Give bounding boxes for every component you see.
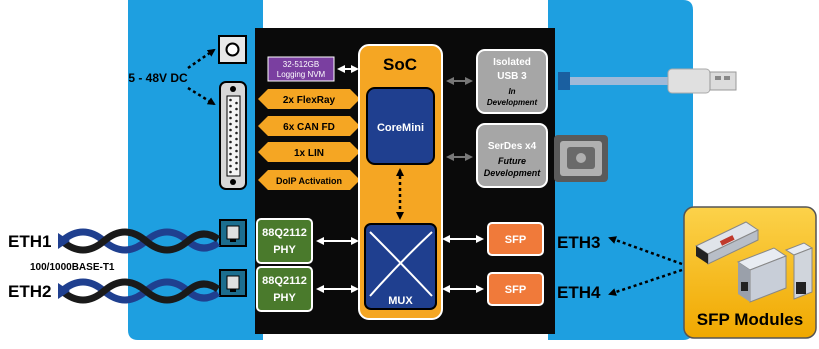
- db25-pin: [235, 101, 238, 105]
- cable-eth1: [58, 228, 221, 254]
- usb-line3: In: [508, 87, 515, 96]
- sfp-module-icon: [736, 247, 788, 303]
- db25-pin: [235, 131, 238, 135]
- mux-label: MUX: [388, 295, 413, 307]
- db25-pin: [235, 113, 238, 117]
- serdes-line3: Development: [484, 168, 542, 178]
- db25-pin: [235, 155, 238, 159]
- db25-connector-icon: [219, 81, 247, 190]
- serdes-connector-icon: [554, 135, 608, 182]
- bus-doip: DoIP Activation: [258, 170, 360, 190]
- bus-doip-label: DoIP Activation: [276, 176, 342, 186]
- bus-lin-label: 1x LIN: [294, 148, 324, 159]
- db25-pin: [235, 143, 238, 147]
- serdes-line2: Future: [498, 156, 526, 166]
- eth3-label: ETH3: [557, 233, 600, 252]
- rj45-jack-icon: [219, 269, 247, 297]
- db25-pin: [235, 119, 238, 123]
- sfp-link-eth4: [608, 268, 683, 296]
- sfp-modules-label: SFP Modules: [697, 310, 803, 329]
- bus-flexray-label: 2x FlexRay: [283, 95, 336, 106]
- db25-pin: [235, 161, 238, 165]
- phy-block-2: 88Q2112 PHY: [256, 266, 313, 312]
- nvm-line1: 32-512GB: [283, 60, 319, 69]
- soc-block: SoC CoreMini MUX: [358, 44, 443, 320]
- db25-pin: [235, 125, 238, 129]
- phy1-line2: PHY: [273, 244, 296, 256]
- phy2-line1: 88Q2112: [262, 275, 307, 287]
- eth2-label: ETH2: [8, 282, 51, 301]
- eth-speed-label: 100/1000BASE-T1: [30, 262, 115, 273]
- db25-pin: [229, 122, 232, 126]
- power-label: 5 - 48V DC: [128, 71, 188, 85]
- usb-line4: Development: [487, 98, 538, 107]
- dc-jack-icon: [218, 35, 247, 64]
- usb-line1: Isolated: [493, 57, 531, 68]
- eth1-label: ETH1: [8, 232, 51, 251]
- bus-flexray: 2x FlexRay: [258, 89, 360, 109]
- sfp2-label: SFP: [505, 284, 526, 296]
- usb-cable-icon: [558, 68, 737, 94]
- db25-pin: [229, 140, 232, 144]
- sfp1-label: SFP: [505, 234, 526, 246]
- db25-pin: [229, 158, 232, 162]
- sfp-module-icon: [694, 221, 760, 265]
- db25-pin: [229, 104, 232, 108]
- db25-pin: [229, 152, 232, 156]
- power-arrow-db25: [187, 86, 216, 106]
- coremini-block: [366, 87, 435, 165]
- db25-pin: [235, 137, 238, 141]
- mux-cross: [369, 231, 433, 297]
- sfp-block-2: SFP: [487, 272, 544, 306]
- soc-title: SoC: [383, 55, 417, 74]
- phy-block-1: 88Q2112 PHY: [256, 218, 313, 264]
- cable-eth2: [58, 278, 221, 304]
- phy1-line1: 88Q2112: [262, 227, 307, 239]
- nvm-block: 32-512GB Logging NVM: [267, 56, 335, 82]
- bus-canfd-label: 6x CAN FD: [283, 122, 335, 133]
- db25-pin: [229, 134, 232, 138]
- coremini-label: CoreMini: [377, 122, 424, 134]
- db25-pin: [235, 167, 238, 171]
- sfp-modules-box: SFP Modules: [683, 206, 817, 339]
- db25-pin: [229, 164, 232, 168]
- sfp-link-eth3: [608, 236, 683, 266]
- bus-lin: 1x LIN: [258, 142, 360, 162]
- phy2-line2: PHY: [273, 292, 296, 304]
- sfp-block-1: SFP: [487, 222, 544, 256]
- serdes-block: SerDes x4 Future Development: [476, 123, 548, 188]
- db25-pin: [229, 170, 232, 174]
- db25-pin: [229, 98, 232, 102]
- sfp-module-icon: [784, 242, 814, 300]
- db25-pin: [229, 128, 232, 132]
- power-arrow-jack: [187, 48, 216, 70]
- db25-pin: [235, 149, 238, 153]
- db25-pin: [229, 116, 232, 120]
- bus-canfd: 6x CAN FD: [258, 116, 360, 136]
- db25-pin: [229, 146, 232, 150]
- db25-pin: [235, 107, 238, 111]
- serdes-line1: SerDes x4: [488, 141, 537, 152]
- usb-block: Isolated USB 3 In Development: [476, 49, 548, 114]
- nvm-line2: Logging NVM: [277, 70, 326, 79]
- db25-pin: [229, 110, 232, 114]
- rj45-jack-icon: [219, 219, 247, 247]
- usb-line2: USB 3: [497, 71, 527, 82]
- eth4-label: ETH4: [557, 283, 601, 302]
